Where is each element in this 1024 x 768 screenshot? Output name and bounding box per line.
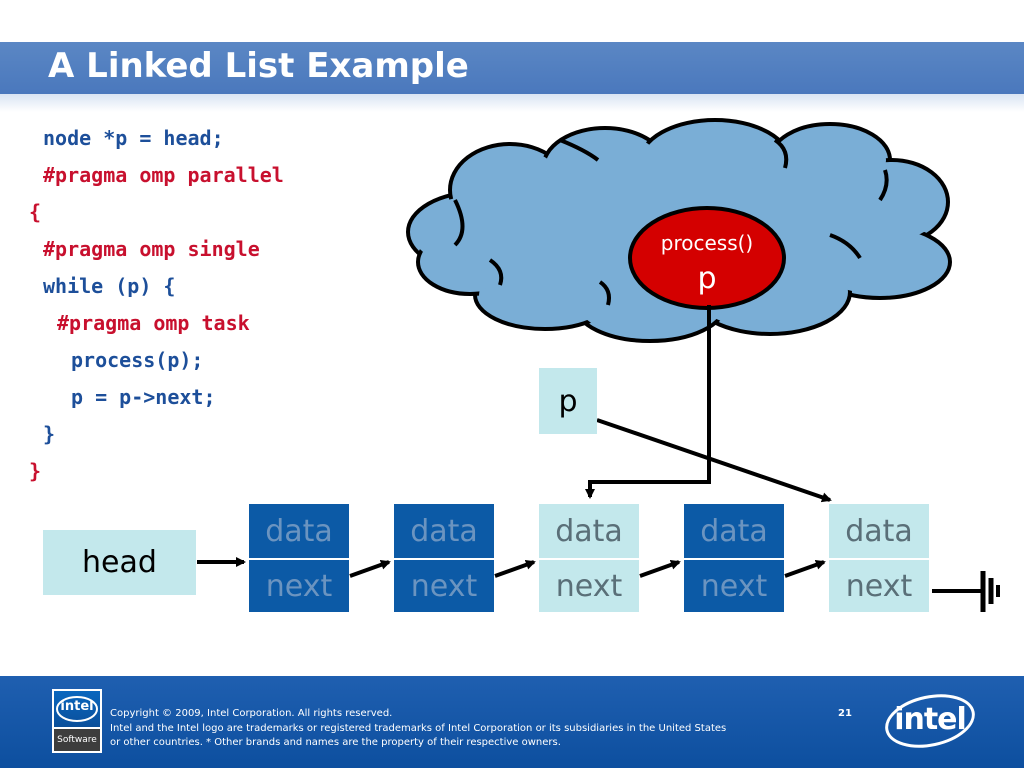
footer-trademark-line1: Intel and the Intel logo are trademarks … (110, 723, 727, 734)
code-line-2: #pragma omp parallel (43, 163, 284, 187)
task-function-label: process() (660, 231, 754, 255)
next-arrow-4 (784, 559, 826, 578)
head-box: head (43, 530, 196, 595)
code-line-4: #pragma omp single (43, 237, 260, 261)
next-arrow-1 (349, 559, 391, 578)
intel-logo: intel (880, 690, 980, 752)
node-data-cell: data (249, 504, 349, 558)
task-argument-label: p (697, 261, 717, 296)
left-logo-word: intel (60, 699, 94, 714)
title-fade (0, 94, 1024, 112)
footer-copyright: Copyright © 2009, Intel Corporation. All… (110, 708, 393, 719)
code-line-6: #pragma omp task (57, 311, 250, 335)
pointer-p-box: p (539, 368, 597, 434)
page-number: 21 (838, 708, 852, 719)
node-data-cell: data (394, 504, 494, 558)
left-logo-subword: Software (54, 729, 100, 751)
task-pointer-arrow (585, 305, 711, 499)
footer-trademark-line2: or other countries. * Other brands and n… (110, 737, 561, 748)
code-line-7: process(p); (71, 348, 204, 372)
code-line-3: { (29, 200, 42, 224)
intel-software-logo: intel Software (52, 689, 102, 753)
code-line-9: } (43, 422, 56, 446)
footer-bar (0, 676, 1024, 768)
node-next-cell: next (249, 560, 349, 612)
next-arrow-2 (494, 559, 536, 578)
slide-title: A Linked List Example (48, 46, 469, 86)
node-next-cell: next (539, 560, 639, 612)
p-pointer-arrow (596, 418, 832, 503)
node-data-cell: data (539, 504, 639, 558)
node-next-cell: next (394, 560, 494, 612)
next-arrow-3 (639, 559, 681, 578)
code-line-10: } (29, 459, 42, 483)
null-ground-icon (932, 571, 1000, 612)
node-next-cell: next (684, 560, 784, 612)
code-line-1: node *p = head; (43, 126, 224, 150)
node-data-cell: data (829, 504, 929, 558)
code-line-8: p = p->next; (71, 385, 216, 409)
node-data-cell: data (684, 504, 784, 558)
right-logo-word: intel (894, 702, 967, 737)
title-bar (0, 42, 1024, 94)
node-next-cell: next (829, 560, 929, 612)
code-line-5: while (p) { (43, 274, 176, 298)
